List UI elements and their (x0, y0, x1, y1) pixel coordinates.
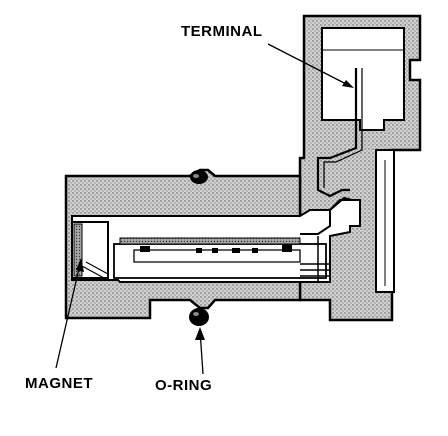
magnet-label: MAGNET (25, 375, 93, 392)
magnet-arrowhead (76, 258, 84, 272)
o-rings (189, 170, 209, 326)
leader-arrows (55, 43, 354, 375)
magnet-leader-line (55, 263, 81, 369)
terminal-label: TERMINAL (181, 23, 263, 40)
o-ring-arrowhead (195, 327, 205, 340)
terminal-arrowhead (342, 80, 354, 88)
terminal-leader-line (267, 43, 351, 87)
inner-bore (71, 199, 361, 283)
terminal-pin (300, 68, 363, 282)
connector-cavity (321, 27, 405, 293)
o-ring-label: O-RING (155, 377, 213, 394)
